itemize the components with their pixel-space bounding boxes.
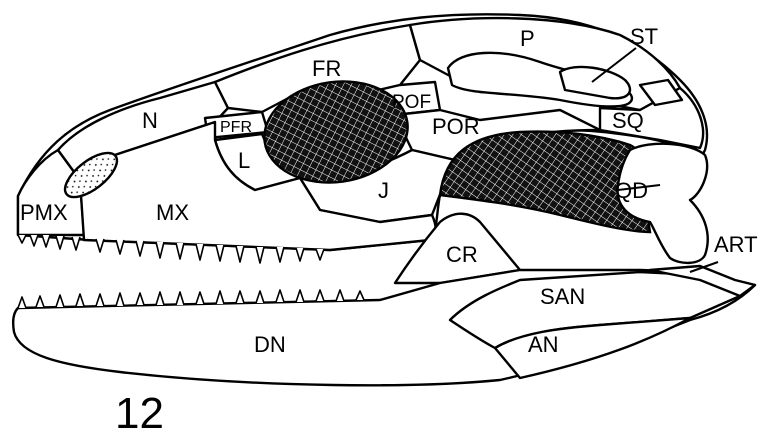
label-pfr: PFR bbox=[220, 119, 252, 136]
label-qd: QD bbox=[615, 178, 648, 203]
label-cr: CR bbox=[446, 242, 478, 267]
label-dn: DN bbox=[254, 332, 286, 357]
label-por: POR bbox=[432, 114, 480, 139]
bone-quadrate bbox=[618, 144, 708, 263]
label-j: J bbox=[378, 178, 389, 203]
label-pof: POF bbox=[392, 92, 431, 113]
label-n: N bbox=[142, 108, 158, 133]
label-fr: FR bbox=[312, 56, 341, 81]
label-pmx: PMX bbox=[20, 200, 68, 225]
label-art: ART bbox=[714, 232, 758, 257]
label-san: SAN bbox=[540, 284, 585, 309]
label-sq: SQ bbox=[612, 108, 644, 133]
label-an: AN bbox=[528, 332, 559, 357]
figure-number: 12 bbox=[115, 389, 164, 438]
label-st: ST bbox=[630, 24, 658, 49]
label-l: L bbox=[238, 148, 250, 173]
label-p: P bbox=[520, 26, 535, 51]
label-mx: MX bbox=[156, 200, 189, 225]
